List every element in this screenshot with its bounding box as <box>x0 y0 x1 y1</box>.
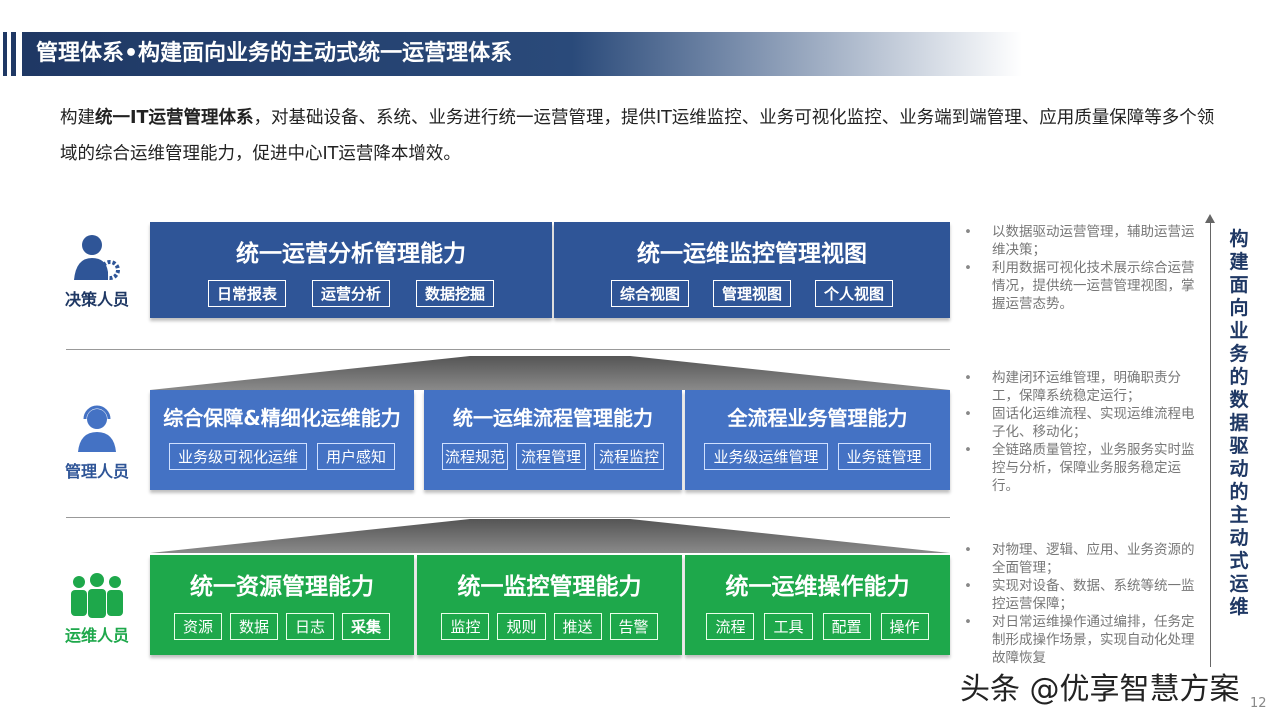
panel-operation-analysis: 统一运营分析管理能力 日常报表运营分析数据挖掘 <box>150 222 552 318</box>
role-decision: 决策人员 <box>52 232 142 310</box>
notes-manager: 构建闭环运维管理，明确职责分工，保障系统稳定运行；固话化运维流程、实现运维流程电… <box>962 369 1197 495</box>
item-button[interactable]: 监控 <box>441 613 490 640</box>
notes-decision: 以数据驱动运营管理，辅助运营运维决策；利用数据可视化技术展示综合运营情况，提供统… <box>962 223 1197 313</box>
notes-ops: 对物理、逻辑、应用、业务资源的全面管理；实现对设备、数据、系统等统一监控运营保障… <box>962 541 1197 671</box>
panel-title: 统一资源管理能力 <box>190 574 374 600</box>
item-button[interactable]: 用户感知 <box>317 443 396 470</box>
panel-business: 全流程业务管理能力 业务级运维管理业务链管理 <box>685 390 950 490</box>
divider <box>66 349 950 350</box>
note-item: 对日常运维操作通过编排，任务定制形成操作场景，实现自动化处理故障恢复 <box>962 613 1197 667</box>
item-button[interactable]: 流程管理 <box>515 443 586 470</box>
panel-assurance: 综合保障&精细化运维能力 业务级可视化运维用户感知 <box>150 390 414 490</box>
item-button[interactable]: 采集 <box>342 613 391 640</box>
panel-monitor: 统一监控管理能力 监控规则推送告警 <box>417 555 682 655</box>
item-button[interactable]: 资源 <box>173 613 222 640</box>
panel-title: 综合保障&精细化运维能力 <box>163 406 401 430</box>
note-item: 固话化运维流程、实现运维流程电子化、移动化； <box>962 405 1197 441</box>
item-button[interactable]: 日常报表 <box>207 280 286 307</box>
person-gear-icon <box>74 235 120 280</box>
panel-title: 统一运维流程管理能力 <box>453 406 653 430</box>
item-button[interactable]: 业务级可视化运维 <box>168 443 307 470</box>
pyramid-connector <box>150 519 950 553</box>
item-button[interactable]: 综合视图 <box>610 280 689 307</box>
divider <box>66 517 950 518</box>
item-button[interactable]: 个人视图 <box>815 280 894 307</box>
item-button[interactable]: 业务链管理 <box>837 443 931 470</box>
item-button[interactable]: 配置 <box>822 613 871 640</box>
intro-text: 构建统一IT运营管理体系，对基础设备、系统、业务进行统一运营管理，提供IT运维监… <box>60 108 1215 164</box>
panel-title: 统一运维操作能力 <box>725 574 910 600</box>
role-label: 管理人员 <box>64 462 129 481</box>
title-accent <box>3 32 7 76</box>
role-label: 决策人员 <box>64 290 129 309</box>
panel-resource: 统一资源管理能力 资源数据日志采集 <box>150 555 414 655</box>
item-button[interactable]: 规则 <box>497 613 546 640</box>
item-button[interactable]: 日志 <box>286 613 335 640</box>
title-accent <box>11 32 16 76</box>
page-number: 12 <box>1250 696 1267 711</box>
headset-person-icon <box>78 405 116 452</box>
watermark: 头条 @优享智慧方案 <box>960 672 1240 707</box>
item-button[interactable]: 告警 <box>609 613 658 640</box>
panel-process: 统一运维流程管理能力 流程规范流程管理流程监控 <box>424 390 682 490</box>
note-item: 对物理、逻辑、应用、业务资源的全面管理； <box>962 541 1197 577</box>
note-item: 以数据驱动运营管理，辅助运营运维决策； <box>962 223 1197 259</box>
panel-monitoring-view: 统一运维监控管理视图 综合视图管理视图个人视图 <box>554 222 950 318</box>
role-ops: 运维人员 <box>52 572 142 646</box>
role-label: 运维人员 <box>64 626 129 645</box>
item-button[interactable]: 运营分析 <box>311 280 390 307</box>
role-manager: 管理人员 <box>52 404 142 482</box>
panel-title: 统一监控管理能力 <box>457 574 642 600</box>
vertical-caption: 构建面向业务的数据驱动的主动式运维 <box>1229 228 1249 618</box>
item-button[interactable]: 数据挖掘 <box>416 280 495 307</box>
note-item: 构建闭环运维管理，明确职责分工，保障系统稳定运行； <box>962 369 1197 405</box>
item-button[interactable]: 推送 <box>553 613 602 640</box>
group-icon <box>71 573 123 618</box>
item-button[interactable]: 流程规范 <box>441 443 508 470</box>
panel-title: 统一运维监控管理视图 <box>637 241 867 267</box>
panel-title: 全流程业务管理能力 <box>727 406 908 430</box>
note-item: 利用数据可视化技术展示综合运营情况，提供统一运营管理视图，掌握运营态势。 <box>962 259 1197 313</box>
arrow-up-icon <box>1205 214 1215 223</box>
item-button[interactable]: 流程 <box>706 613 755 640</box>
item-button[interactable]: 业务级运维管理 <box>704 443 828 470</box>
panel-operation: 统一运维操作能力 流程工具配置操作 <box>685 555 950 655</box>
note-item: 全链路质量管控，业务服务实时监控与分析，保障业务服务稳定运行。 <box>962 441 1197 495</box>
pyramid-connector <box>150 356 950 390</box>
item-button[interactable]: 流程监控 <box>594 443 665 470</box>
item-button[interactable]: 工具 <box>764 613 813 640</box>
item-button[interactable]: 数据 <box>229 613 278 640</box>
panel-title: 统一运营分析管理能力 <box>236 241 466 267</box>
item-button[interactable]: 操作 <box>880 613 929 640</box>
arrow-line <box>1210 222 1211 667</box>
note-item: 实现对设备、数据、系统等统一监控运营保障； <box>962 577 1197 613</box>
item-button[interactable]: 管理视图 <box>712 280 791 307</box>
page-title: 管理体系•构建面向业务的主动式统一运营理体系 <box>22 32 1022 76</box>
